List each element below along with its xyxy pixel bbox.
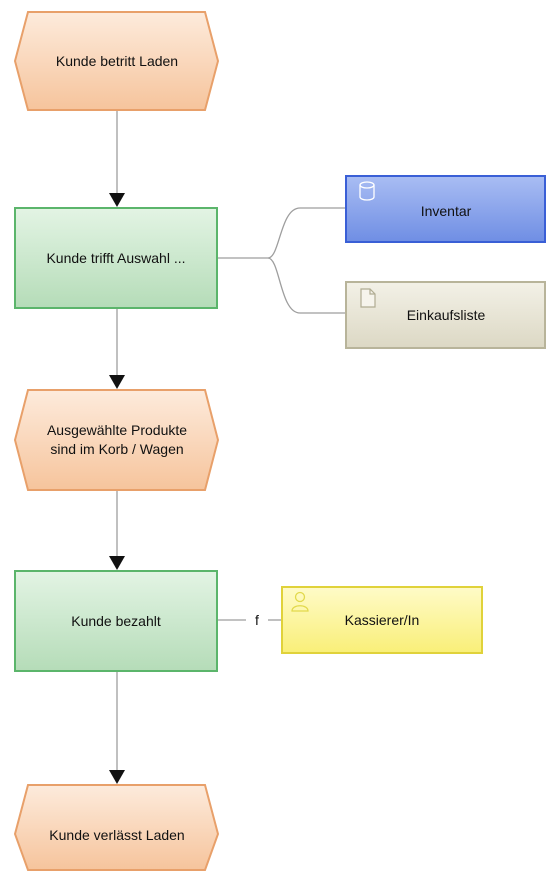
event-label-line-1: Ausgewählte Produkte — [47, 422, 187, 438]
role-label: Kassierer/In — [345, 612, 420, 628]
resource-label: Inventar — [421, 203, 472, 219]
arrowhead-2 — [109, 375, 125, 389]
resource-connector — [218, 207, 346, 314]
arrowhead-3 — [109, 556, 125, 570]
brace-to-einkaufsliste — [267, 257, 346, 314]
arrowhead-4 — [109, 770, 125, 784]
function-label: Kunde bezahlt — [71, 613, 161, 629]
arrowheads — [109, 193, 125, 784]
role-connector-label: f — [255, 612, 259, 628]
event-kunde-verlaesst-laden[interactable]: Kunde verlässt Laden — [13, 784, 220, 871]
role-kassierer-in[interactable]: Kassierer/In — [281, 586, 483, 654]
event-label: Kunde betritt Laden — [56, 53, 178, 69]
resource-label: Einkaufsliste — [407, 307, 486, 323]
resource-inventar[interactable]: Inventar — [345, 175, 546, 243]
event-label: Kunde verlässt Laden — [49, 827, 184, 843]
event-ausgewaehlte-produkte[interactable]: Ausgewählte Produkte sind im Korb / Wage… — [13, 389, 220, 491]
event-label-line-2: sind im Korb / Wagen — [50, 441, 183, 457]
event-kunde-betritt-laden[interactable]: Kunde betritt Laden — [13, 11, 220, 111]
person-icon — [291, 591, 309, 612]
function-label: Kunde trifft Auswahl ... — [46, 250, 185, 266]
brace-to-inventar — [218, 207, 346, 259]
function-kunde-bezahlt[interactable]: Kunde bezahlt — [14, 570, 218, 672]
resource-einkaufsliste[interactable]: Einkaufsliste — [345, 281, 546, 349]
document-icon — [360, 288, 376, 308]
arrowhead-1 — [109, 193, 125, 207]
function-kunde-trifft-auswahl[interactable]: Kunde trifft Auswahl ... — [14, 207, 218, 309]
database-icon — [359, 181, 375, 201]
